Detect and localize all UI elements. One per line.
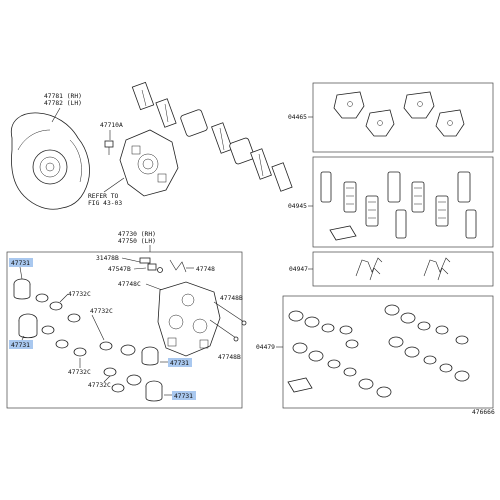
piston-seals-47732c[interactable] [35, 293, 142, 393]
label-47732c-3: 47732C [68, 369, 91, 376]
pad-set-04465[interactable] [333, 91, 465, 137]
label-47748c: 47748C [118, 281, 141, 288]
highlight-47731-a [9, 258, 33, 267]
pad-set-04945[interactable] [320, 171, 477, 241]
label-04945: 04945 [288, 203, 307, 210]
kit-box-04465 [312, 82, 494, 153]
anti-rattle-spring-47748[interactable] [169, 259, 187, 273]
piston-right-lower[interactable] [145, 380, 163, 402]
label-47547b: 47547B [108, 266, 131, 273]
label-47710a: 47710A [100, 122, 123, 129]
label-47782: 47782 (LH) [44, 100, 82, 107]
label-47730: 47730 (RH) [118, 231, 156, 238]
spring-clips-04947[interactable] [355, 257, 451, 281]
label-refer-to: REFER TO [88, 193, 119, 200]
highlight-47731-d [172, 391, 196, 400]
piston-upper-left[interactable] [13, 278, 31, 300]
label-04465: 04465 [288, 114, 307, 121]
caliper-assembly-top[interactable] [119, 129, 179, 197]
label-04947: 04947 [289, 266, 308, 273]
label-47732c-1: 47732C [68, 291, 91, 298]
seal-kit-04479[interactable] [287, 304, 470, 398]
slide-pins-47748b[interactable] [209, 301, 247, 342]
label-47748b-2: 47748B [218, 354, 241, 361]
kit-box-04945 [312, 156, 494, 248]
dust-shield[interactable] [10, 112, 90, 210]
caliper-body[interactable] [157, 281, 221, 357]
label-47731-a[interactable]: 47731 [11, 260, 30, 267]
brake-pads-diagonal[interactable] [131, 81, 293, 192]
label-47731-b[interactable]: 47731 [11, 342, 30, 349]
figure-number: 476666 [472, 409, 495, 416]
label-47748: 47748 [196, 266, 215, 273]
label-47731-c[interactable]: 47731 [170, 360, 189, 367]
label-47731-d[interactable]: 47731 [174, 393, 193, 400]
caliper-parts-box [6, 251, 243, 409]
piston-right-upper[interactable] [141, 346, 159, 366]
label-47732c-4: 47732C [88, 382, 111, 389]
label-04479: 04479 [256, 344, 275, 351]
bolt-47710a[interactable] [104, 140, 114, 155]
label-47748b-1: 47748B [220, 295, 243, 302]
highlight-47731-c [168, 358, 192, 367]
bleeder-screw[interactable] [139, 257, 163, 273]
highlight-47731-b [9, 340, 33, 349]
label-31478b: 31478B [96, 255, 119, 262]
label-47732c-2: 47732C [90, 308, 113, 315]
piston-lower-left[interactable] [18, 313, 38, 339]
kit-box-04479 [282, 295, 494, 409]
label-47750: 47750 (LH) [118, 238, 156, 245]
label-47781: 47781 (RH) [44, 93, 82, 100]
kit-box-04947 [312, 251, 494, 287]
label-fig-43-03: FIG 43-03 [88, 200, 122, 207]
